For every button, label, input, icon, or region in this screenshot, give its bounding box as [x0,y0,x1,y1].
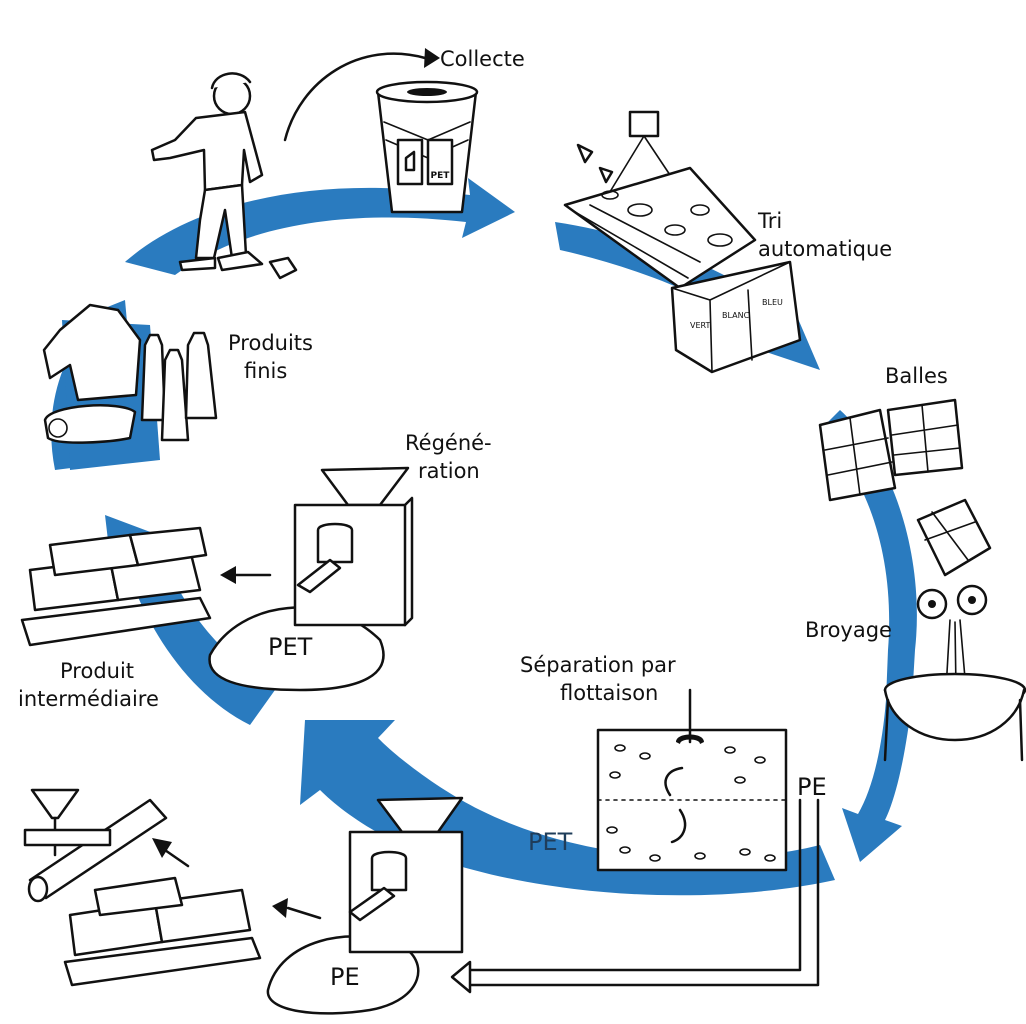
bale-3 [916,498,992,577]
label-tri-line2: automatique [758,237,892,261]
label-balles: Balles [885,364,948,388]
produits-finis-stage: Produits finis [42,303,313,444]
garment-icon [42,303,142,402]
label-produits-line1: Produits [228,331,313,355]
pe-extruder-body [348,830,464,954]
label-separation-line2: flottaison [560,681,658,705]
label-separation-line1: Séparation par [520,653,676,677]
conveyor-belt [563,166,757,290]
label-intermediaire-line1: Produit [60,659,134,683]
roll-icon [43,404,137,444]
arrow-tri [555,222,820,370]
label-pet-pile: PET [268,633,313,661]
grinder-tub [883,672,1026,762]
label-pet-layer: PET [528,828,573,856]
label-regeneration-line2: ration [418,459,480,483]
arrow-broyage [820,410,917,862]
separation-stage: PET PE Séparation par flottaison [450,653,827,994]
extruder-body [293,503,407,627]
label-produits-line2: finis [244,359,287,383]
bin-bleu: BLEU [762,298,783,307]
camera-sensor [628,110,660,138]
flake-particles [606,744,776,862]
regeneration-stage: PET Régéné- ration [208,431,492,692]
balles-stage: Balles [818,364,992,577]
collection-bin: PET [375,80,479,214]
extruder-hopper [320,466,410,507]
bin-blanc: BLANC [722,311,750,320]
label-broyage: Broyage [805,618,892,642]
label-intermediaire-line2: intermédiaire [18,687,159,711]
bin-pet-label: PET [431,171,451,181]
toss-arrow [283,52,427,142]
label-regeneration-line1: Régéné- [405,431,492,455]
collecte-stage: PET Collecte [150,47,525,280]
label-collecte: Collecte [440,47,525,71]
pe-bag-pallet [63,876,262,987]
intermediaire-stage: Produit intermédiaire [18,526,212,711]
pe-pile [266,935,420,1015]
pe-branch: PE [23,788,464,1015]
bale-2 [886,398,964,477]
pet-pile [208,606,385,692]
bale-1 [818,408,897,502]
bottle-icons [140,331,218,442]
bag-pallet [20,526,212,647]
tri-automatique-stage: VERT BLANC BLEU Tri automatique [563,110,892,374]
pe-outlet-pipe [468,798,820,987]
bin-vert: VERT [690,321,711,330]
pipe-icon [23,798,168,903]
person-illustration [150,72,298,280]
sorting-bins: VERT BLANC BLEU [670,260,802,374]
label-tri-line1: Tri [757,209,782,233]
broyage-stage: Broyage [805,584,1026,762]
label-pe-pile: PE [330,963,360,991]
label-pe-outlet: PE [797,773,827,801]
gear-icon [916,584,988,620]
